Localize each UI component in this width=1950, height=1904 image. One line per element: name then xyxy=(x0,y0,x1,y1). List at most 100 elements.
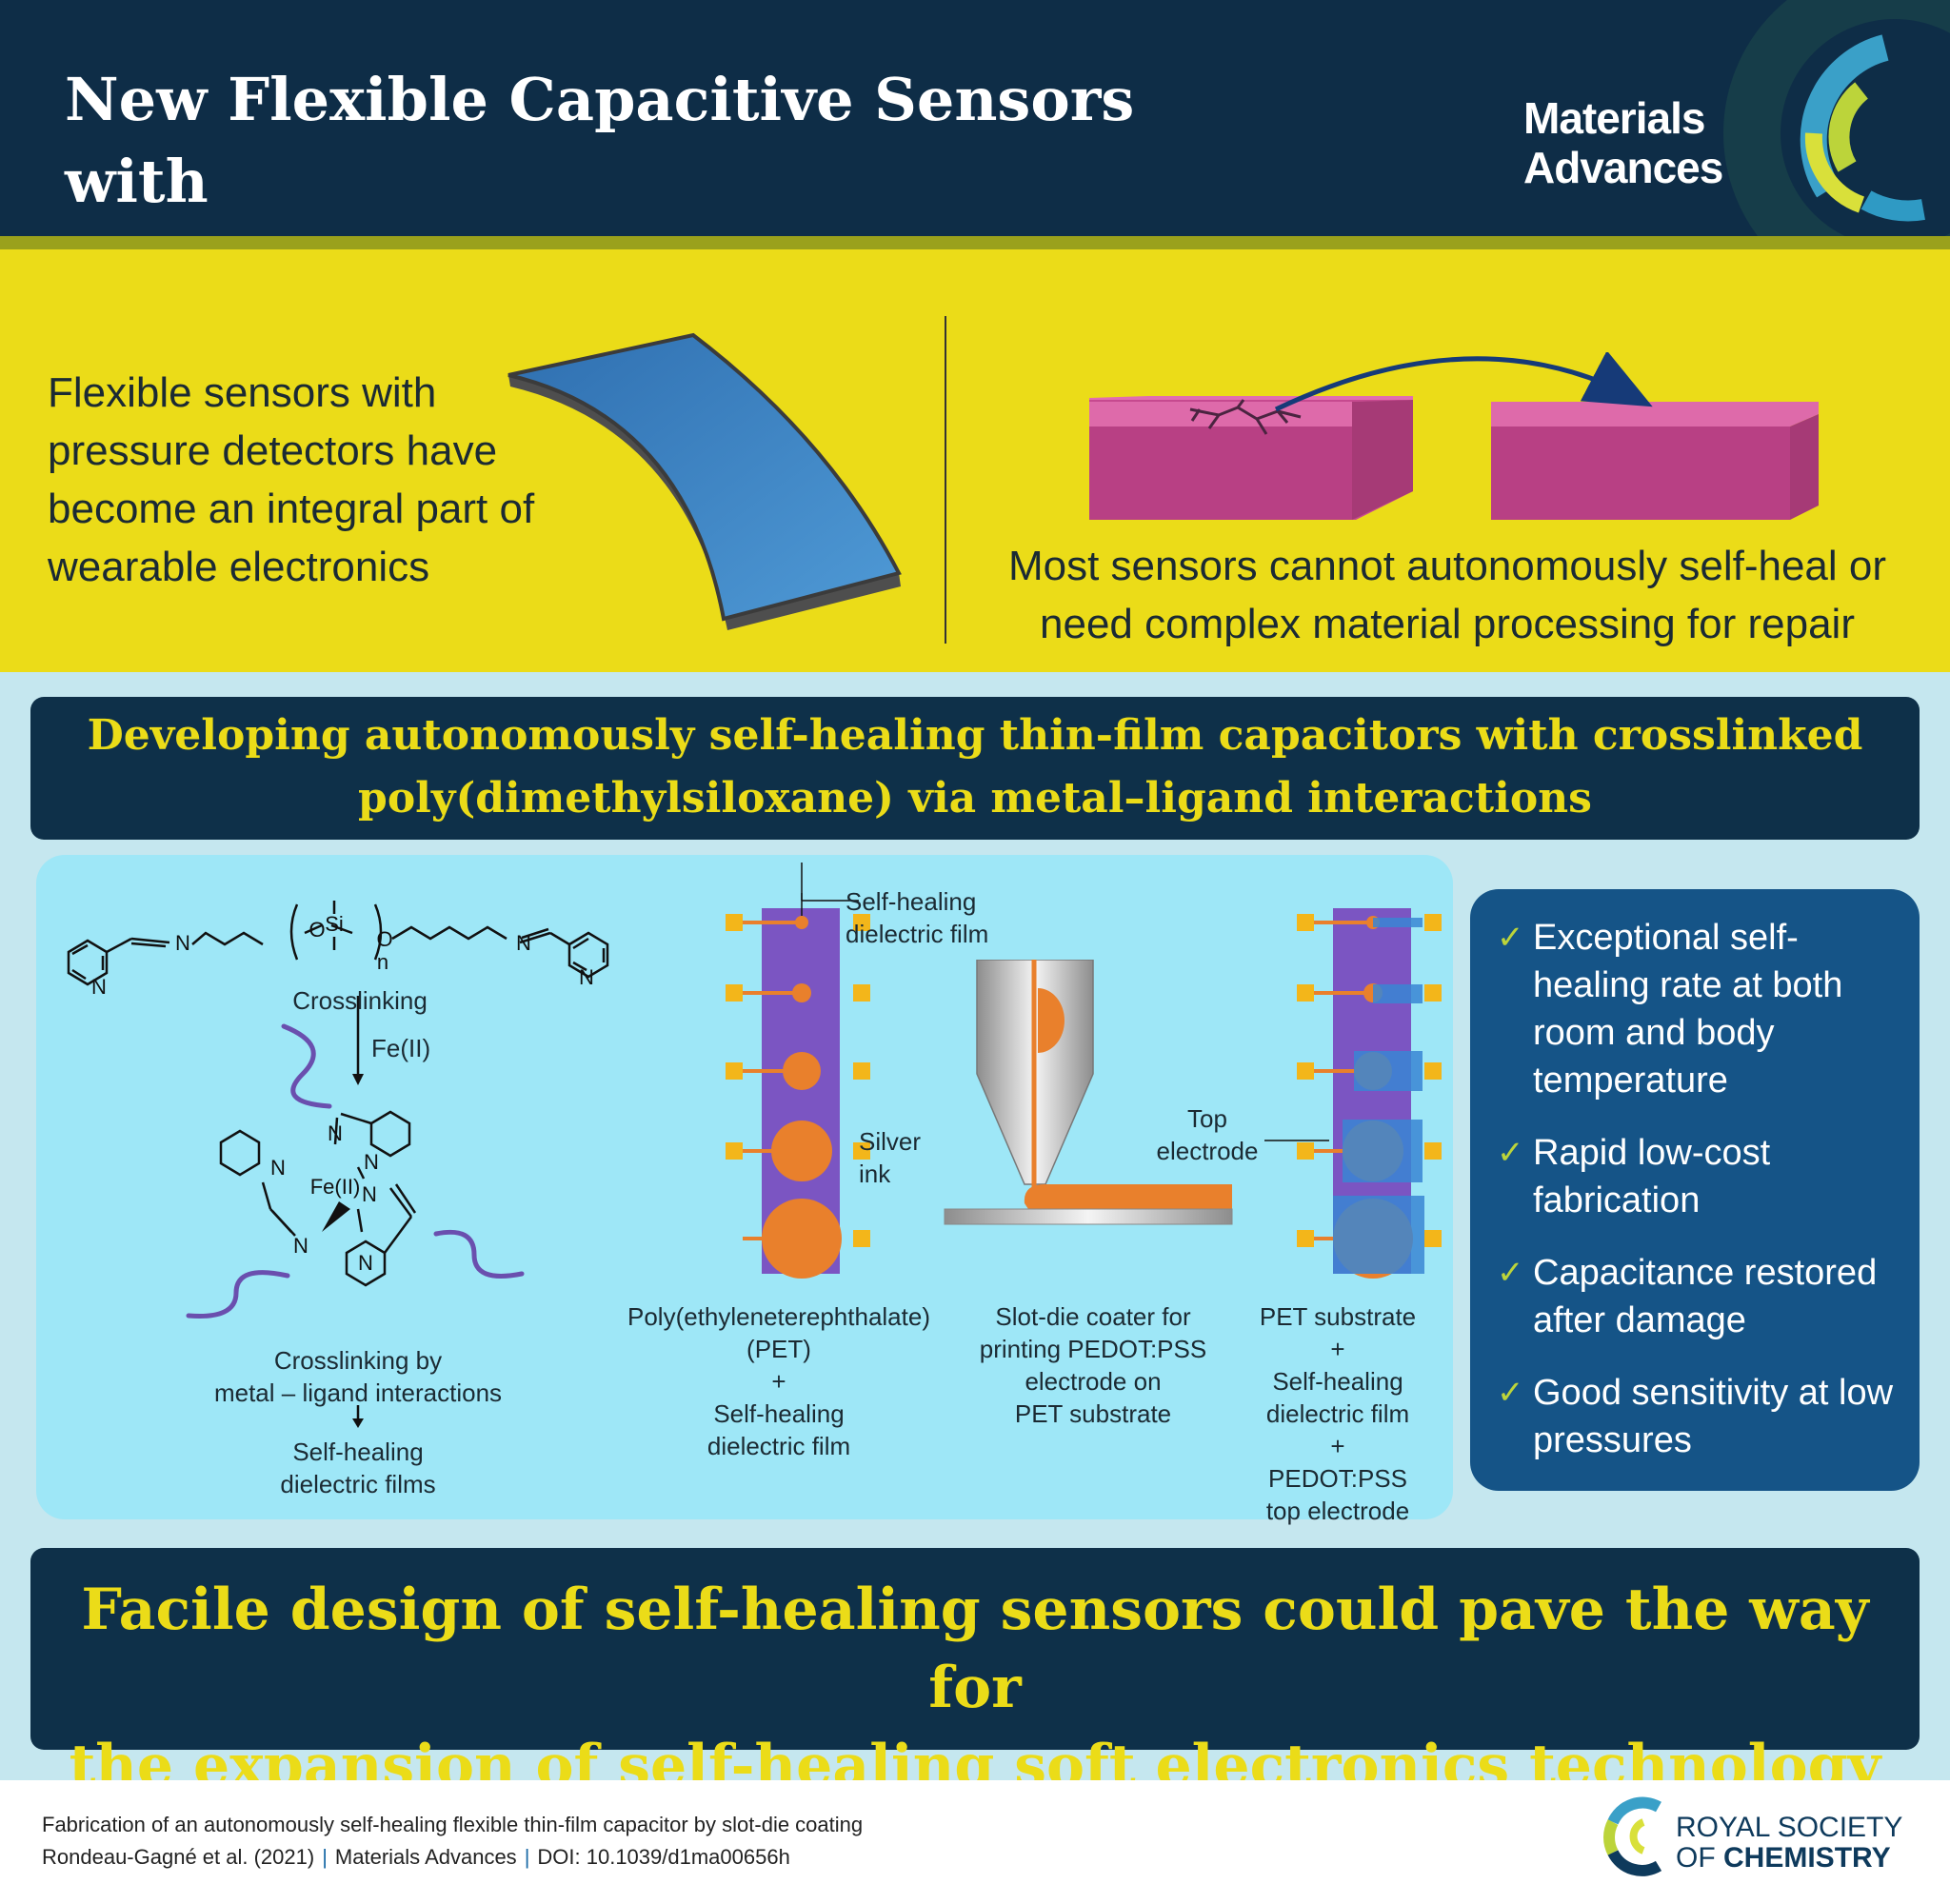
film-label-line-1: Self-healing xyxy=(846,887,977,916)
broken-and-healed-blocks-illustration xyxy=(1089,352,1819,520)
stack-caption-line-4: dielectric film xyxy=(1265,1399,1410,1428)
rsc-chemistry: CHEMISTRY xyxy=(1723,1842,1891,1874)
check-icon: ✓ xyxy=(1497,920,1524,956)
film-leader-line xyxy=(801,863,859,902)
header-divider-stripe xyxy=(0,236,1950,249)
diagram-panel: N N O Si O n N N xyxy=(36,855,1453,1525)
pet-caption-line-2: (PET) xyxy=(746,1335,811,1363)
stack-caption-line-7: top electrode xyxy=(1265,1497,1410,1525)
stack-caption-line-5: + xyxy=(1330,1432,1345,1460)
page-title: New Flexible Capacitive Sensors with Sel… xyxy=(65,59,1255,236)
stack-caption-line-3: Self-healing xyxy=(1272,1367,1403,1396)
intro-divider xyxy=(945,316,946,644)
atom-n-label: N xyxy=(579,965,594,989)
title-line-2: Self-healing Properties xyxy=(65,223,1255,236)
crosslinking-method-line-2: metal – ligand interactions xyxy=(213,1378,503,1407)
rsc-wordmark: ROYAL SOCIETY OF CHEMISTRY xyxy=(1676,1813,1902,1874)
benefit-item: ✓ Rapid low-cost fabrication xyxy=(1497,1129,1906,1224)
title-line-1: New Flexible Capacitive Sensors with xyxy=(65,65,1135,216)
intro-left-text: Flexible sensors with pressure detectors… xyxy=(48,369,535,590)
atom-o-label: O xyxy=(376,927,392,951)
silver-ink-label: Silver ink xyxy=(859,1125,921,1190)
benefit-text: Good sensitivity at low pressures xyxy=(1533,1373,1894,1460)
pet-dielectric-strip-lower xyxy=(743,1198,870,1279)
atom-n-label: N xyxy=(358,1251,373,1275)
rsc-line-2: OF CHEMISTRY xyxy=(1676,1843,1902,1874)
final-capacitor-stack xyxy=(1297,908,1442,1279)
journal-logo-graphic xyxy=(1723,0,1950,236)
conclusion-line-1: Facile design of self-healing sensors co… xyxy=(81,1577,1869,1721)
journal-line-2: Advances xyxy=(1523,143,1723,192)
result-label: Self-healing dielectric films xyxy=(234,1436,482,1500)
stack-caption-line-1: PET substrate xyxy=(1259,1302,1417,1331)
flexible-sensor-illustration xyxy=(507,332,902,630)
intro-right-text: Most sensors cannot autonomously self-he… xyxy=(962,537,1933,653)
atom-n-label: N xyxy=(362,1182,377,1206)
atom-n-label: N xyxy=(293,1234,308,1258)
research-focus-line-2: poly(dimethylsiloxane) via metal–ligand … xyxy=(358,774,1592,823)
pet-caption-line-4: Self-healing xyxy=(713,1399,845,1428)
pet-dielectric-strip xyxy=(726,893,870,1198)
journal-name: Materials Advances xyxy=(1523,93,1723,192)
citation-details: Rondeau-Gagné et al. (2021)|Materials Ad… xyxy=(42,1841,863,1874)
separator: | xyxy=(524,1845,530,1869)
benefit-text: Capacitance restored after damage xyxy=(1533,1253,1878,1340)
crosslinking-method-line-1: Crosslinking by xyxy=(273,1346,443,1375)
research-focus-banner: Developing autonomously self-healing thi… xyxy=(30,697,1920,840)
authors: Rondeau-Gagné et al. (2021) xyxy=(42,1845,315,1869)
journal-link[interactable]: Materials Advances xyxy=(334,1845,517,1869)
pet-caption-line-5: dielectric film xyxy=(706,1432,851,1460)
rsc-of: OF xyxy=(1676,1842,1716,1874)
slot-die-caption-line-2: printing PEDOT:PSS xyxy=(979,1335,1207,1363)
separator: | xyxy=(322,1845,328,1869)
repeat-subscript: n xyxy=(377,950,388,974)
atom-n-label: N xyxy=(328,1121,343,1145)
atom-o-label: O xyxy=(308,918,325,942)
intro-right-line-2: need complex material processing for rep… xyxy=(1040,601,1855,647)
pet-caption-line-1: Poly(ethyleneterephthalate) xyxy=(627,1302,930,1331)
doi-link[interactable]: DOI: 10.1039/d1ma00656h xyxy=(537,1845,790,1869)
silver-ink-line-1: Silver xyxy=(859,1127,922,1156)
benefit-text: Exceptional self-healing rate at both ro… xyxy=(1533,918,1843,1101)
atom-n-label: N xyxy=(364,1150,379,1174)
film-label-line-2: dielectric film xyxy=(846,920,989,948)
header-band: New Flexible Capacitive Sensors with Sel… xyxy=(0,0,1950,236)
check-icon: ✓ xyxy=(1497,1135,1524,1171)
pet-caption: Poly(ethyleneterephthalate) (PET) + Self… xyxy=(588,1300,969,1462)
slot-die-coater-illustration xyxy=(944,960,1233,1225)
film-label: Self-healing dielectric film xyxy=(846,885,988,950)
benefit-item: ✓ Exceptional self-healing rate at both … xyxy=(1497,914,1906,1104)
crosslinking-method-label: Crosslinking by metal – ligand interacti… xyxy=(187,1344,529,1409)
crosslinking-chemistry-diagram: N N O Si O n N N xyxy=(67,901,609,1428)
benefit-item: ✓ Capacitance restored after damage xyxy=(1497,1249,1906,1344)
stack-caption-line-6: PEDOT:PSS xyxy=(1268,1464,1407,1493)
intro-right-line-1: Most sensors cannot autonomously self-he… xyxy=(1007,543,1887,589)
benefit-text: Rapid low-cost fabrication xyxy=(1533,1133,1771,1220)
pet-caption-line-3: + xyxy=(771,1367,786,1396)
atom-n-label: N xyxy=(175,931,190,955)
conclusion-banner: Facile design of self-healing sensors co… xyxy=(30,1548,1920,1799)
check-icon: ✓ xyxy=(1497,1375,1524,1411)
result-line-2: dielectric films xyxy=(280,1470,436,1498)
research-focus-text: Developing autonomously self-healing thi… xyxy=(30,704,1920,830)
crosslinking-label: Crosslinking xyxy=(292,986,428,1015)
reagent-label: Fe(II) xyxy=(371,1034,431,1062)
slot-die-caption-line-4: PET substrate xyxy=(1014,1399,1172,1428)
silver-ink-line-2: ink xyxy=(859,1160,891,1188)
benefit-item: ✓ Good sensitivity at low pressures xyxy=(1497,1369,1906,1464)
research-focus-line-1: Developing autonomously self-healing thi… xyxy=(87,711,1863,760)
footer xyxy=(0,1780,1950,1904)
rsc-logo-icon xyxy=(1603,1796,1662,1876)
benefits-panel: ✓ Exceptional self-healing rate at both … xyxy=(1470,889,1920,1491)
slot-die-caption-line-1: Slot-die coater for xyxy=(995,1302,1191,1331)
top-electrode-line-1: Top xyxy=(1187,1104,1227,1133)
journal-line-1: Materials xyxy=(1523,93,1705,143)
slot-die-caption-line-3: electrode on xyxy=(1025,1367,1162,1396)
check-icon: ✓ xyxy=(1497,1255,1524,1291)
fe-center-label: Fe(II) xyxy=(310,1175,361,1199)
top-electrode-line-2: electrode xyxy=(1156,1137,1259,1165)
citation: Fabrication of an autonomously self-heal… xyxy=(42,1809,863,1874)
result-line-1: Self-healing xyxy=(292,1438,424,1466)
atom-n-label: N xyxy=(270,1156,286,1180)
stack-caption: PET substrate + Self-healing dielectric … xyxy=(1238,1300,1438,1527)
